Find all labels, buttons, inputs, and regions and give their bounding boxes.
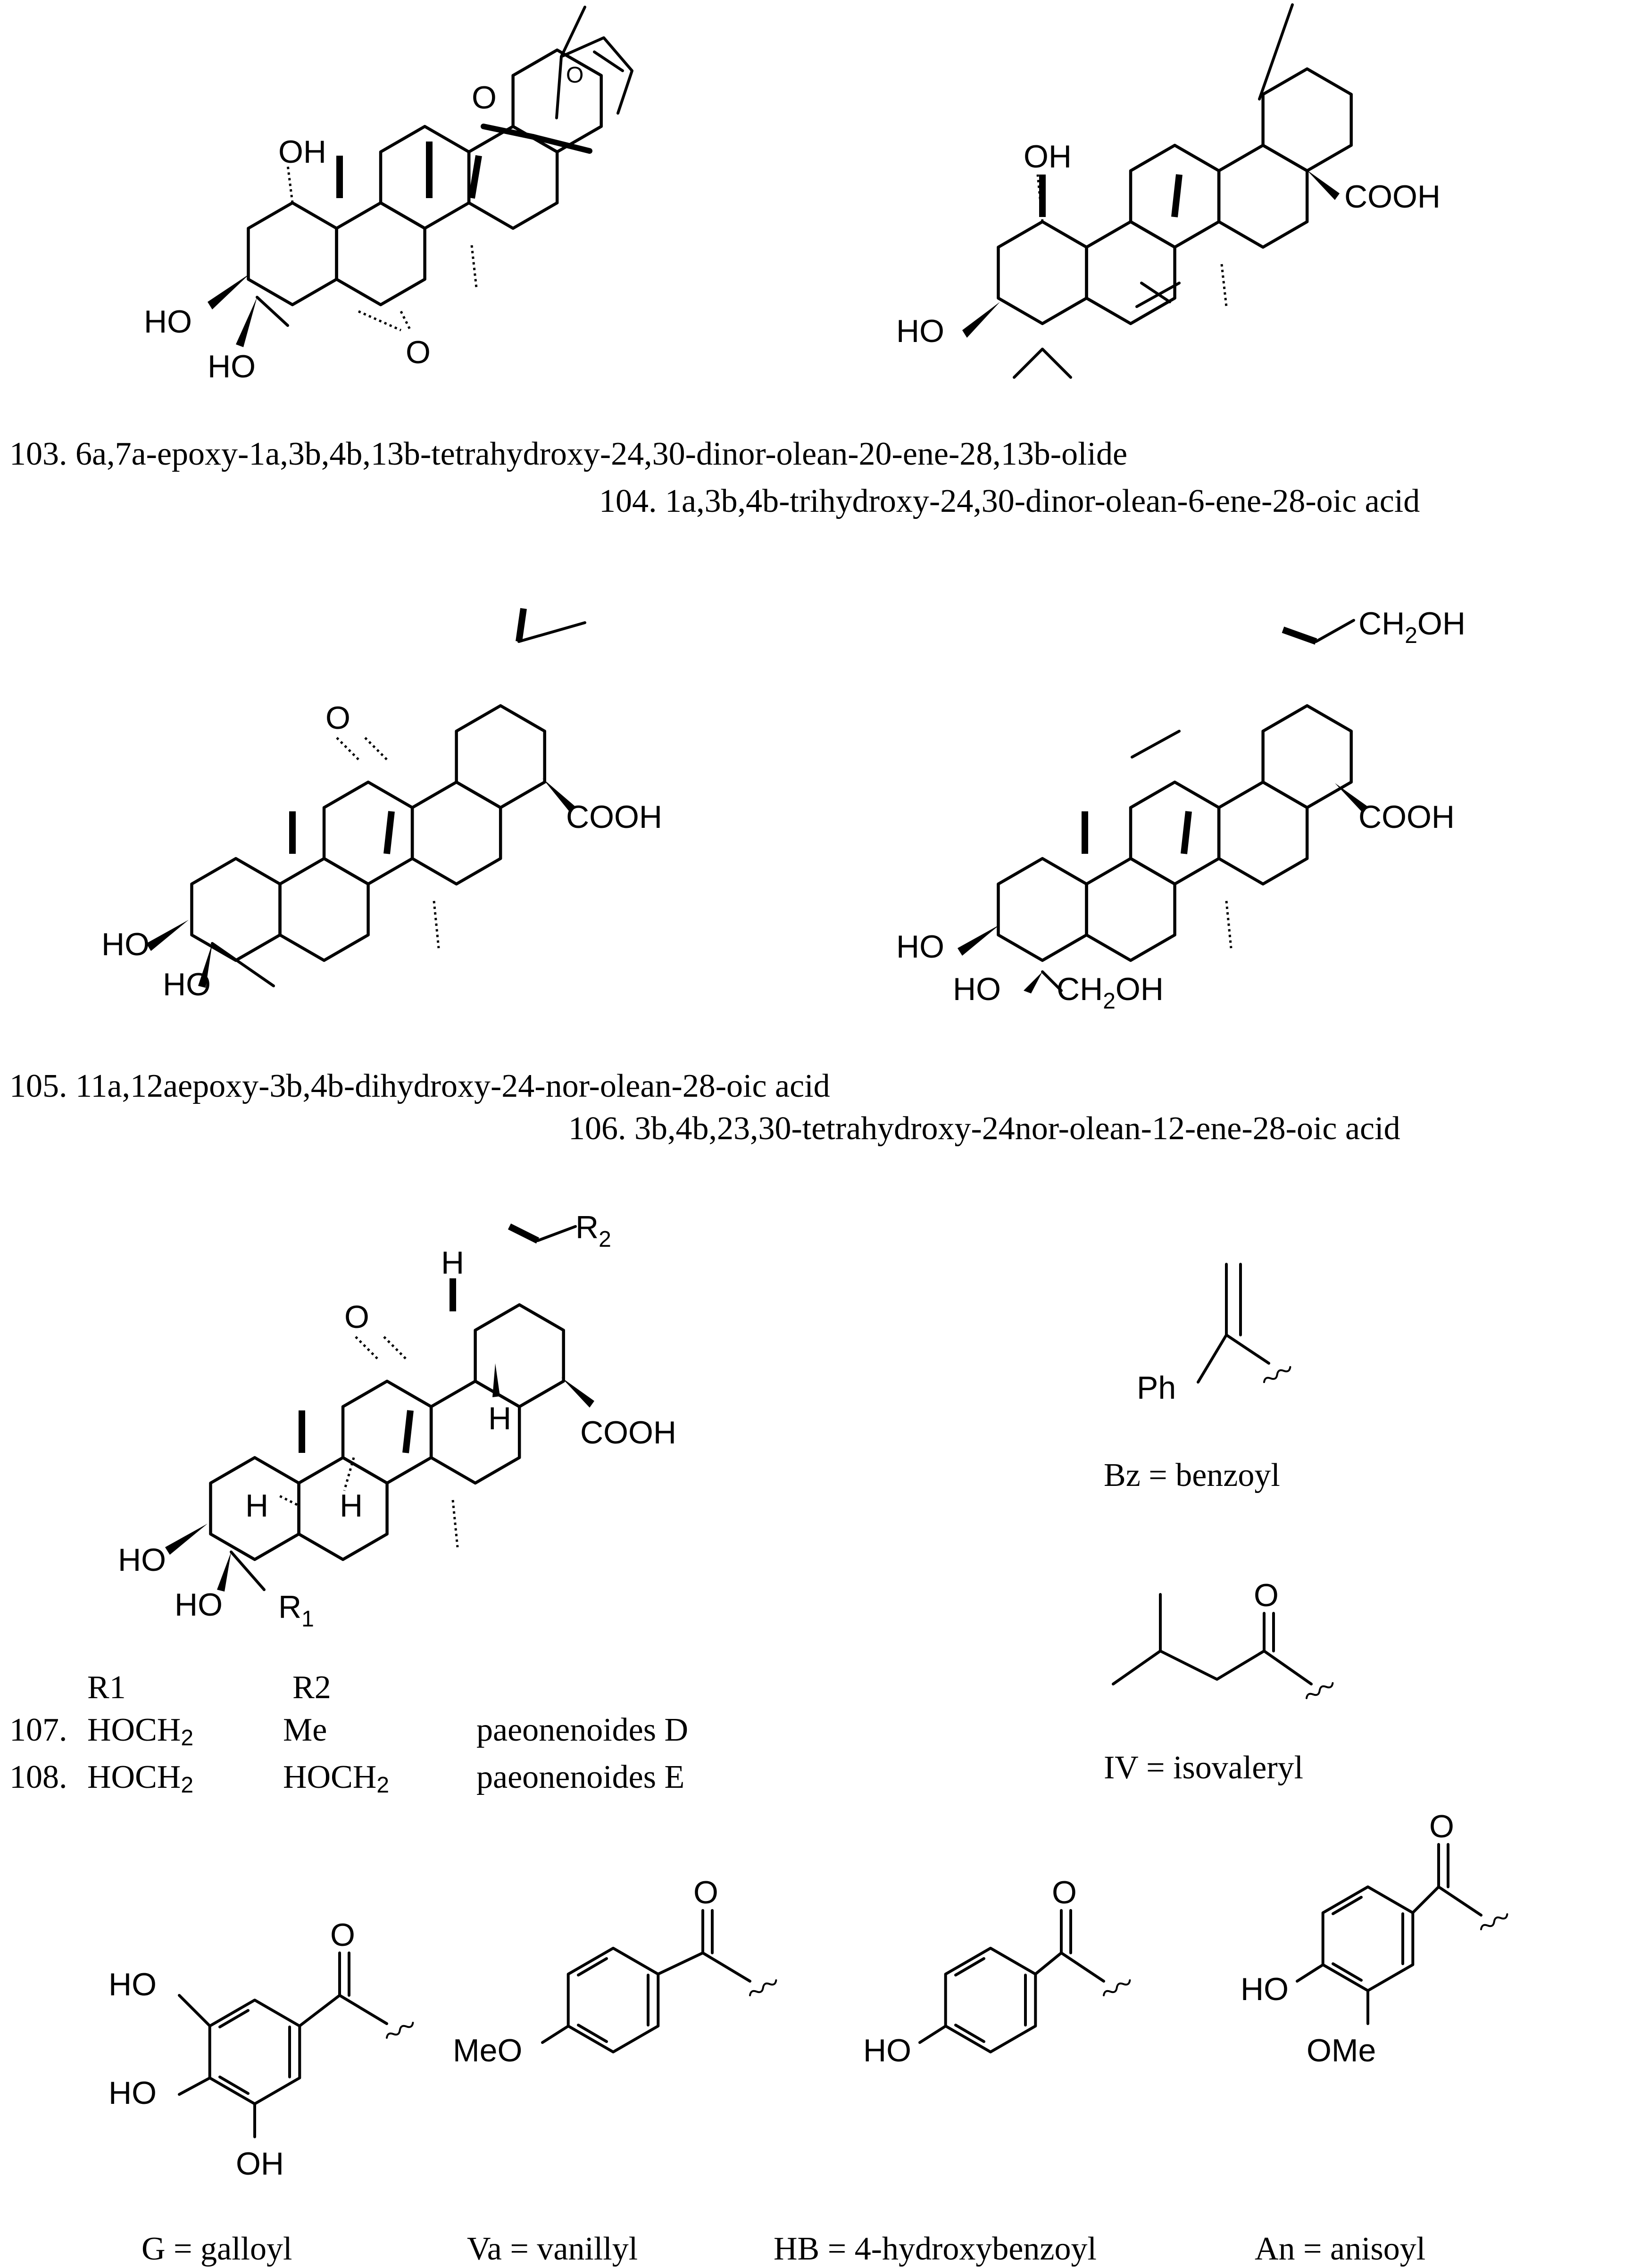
h-label: H (340, 1488, 363, 1524)
carbonyl-o-label: O (1254, 1577, 1279, 1613)
cooh-label: COOH (580, 1415, 676, 1451)
h-label: H (441, 1245, 464, 1281)
cooh-label: COOH (1344, 179, 1441, 215)
ho-label: HO (863, 2033, 911, 2068)
ch2oh-label: CH2OH (1358, 606, 1466, 648)
ho-label: HO (208, 349, 256, 384)
caption-106: 106. 3b,4b,23,30-tetrahydroxy-24nor-olea… (568, 1110, 1400, 1147)
ho-label: HO (108, 2075, 157, 2111)
svg-text:HOCH2: HOCH2 (87, 1712, 193, 1751)
svg-text:108.: 108. (9, 1759, 67, 1795)
epoxide-o-label: O (344, 1299, 369, 1335)
meo-label: MeO (453, 2033, 522, 2068)
ho-label: HO (108, 1967, 157, 2002)
galloyl-caption: G = galloyl (142, 2231, 292, 2267)
galloyl-group (178, 1951, 415, 2138)
ho-label: HO (1241, 1971, 1289, 2007)
carbonyl-o-label: O (330, 1917, 355, 1953)
svg-text:107.: 107. (9, 1712, 67, 1748)
svg-text:HOCH2: HOCH2 (283, 1759, 389, 1798)
epoxide-o-label: O (406, 334, 431, 370)
ho-label: HO (896, 313, 944, 349)
lactone-o-label: O (472, 80, 497, 116)
carbonyl-o-label: O (1429, 1809, 1454, 1844)
benzoyl-group (1197, 1263, 1292, 1385)
structure-103 (208, 6, 633, 347)
carbonyl-o-label: O (693, 1875, 718, 1910)
isovaleryl-group (1112, 1593, 1335, 1701)
cooh-label: COOH (1358, 799, 1455, 835)
r1-label: R1 (278, 1589, 314, 1632)
table-row: 108. HOCH2 HOCH2 paeonenoides E (9, 1759, 684, 1798)
caption-103: 103. 6a,7a-epoxy-1a,3b,4b,13b-tetrahydro… (9, 436, 1127, 472)
structure-107-108 (165, 1223, 594, 1592)
ho-label: HO (953, 971, 1001, 1007)
vanillyl-group (541, 1909, 778, 2052)
oh-label: OH (1024, 139, 1072, 175)
hydroxybenzoyl-group (918, 1909, 1132, 2052)
svg-text:paeonenoides D: paeonenoides D (476, 1712, 688, 1748)
ome-label: OMe (1307, 2033, 1376, 2068)
ho-label: HO (896, 929, 944, 965)
iv-caption: IV = isovaleryl (1104, 1750, 1303, 1786)
ho-label: HO (175, 1587, 223, 1623)
oh-label: OH (278, 134, 326, 170)
svg-text:Me: Me (283, 1712, 327, 1748)
h-label: H (488, 1401, 511, 1436)
oh-label: OH (236, 2146, 284, 2182)
ho-label: HO (101, 926, 150, 962)
table-row: 107. HOCH2 Me paeonenoides D (9, 1712, 688, 1751)
table-header-r2: R2 (292, 1669, 331, 1706)
ch2oh-label: CH2OH (1057, 971, 1164, 1014)
ho-label: HO (163, 967, 211, 1002)
ph-label: Ph (1137, 1370, 1176, 1406)
structure-104 (962, 3, 1351, 379)
svg-text:HOCH2: HOCH2 (87, 1759, 193, 1798)
cooh-label: COOH (566, 799, 662, 835)
h-label: H (245, 1488, 268, 1524)
epoxide-o-label: O (325, 700, 350, 736)
caption-104: 104. 1a,3b,4b-trihydroxy-24,30-dinor-ole… (599, 483, 1420, 519)
vanillyl-caption: Va = vanillyl (467, 2231, 638, 2267)
carbonyl-o-label: O (566, 63, 583, 88)
ho-label: HO (118, 1542, 166, 1578)
structure-105 (146, 608, 586, 988)
anisoyl-group (1296, 1843, 1509, 2025)
anisoyl-caption: An = anisoyl (1255, 2231, 1425, 2267)
bz-caption: Bz = benzoyl (1104, 1457, 1280, 1493)
ho-label: HO (144, 304, 192, 340)
svg-text:paeonenoides E: paeonenoides E (476, 1759, 684, 1795)
hydroxybenzoyl-caption: HB = 4-hydroxybenzoyl (774, 2231, 1097, 2267)
carbonyl-o-label: O (1052, 1875, 1077, 1910)
table-header-r1: R1 (87, 1669, 126, 1706)
caption-105: 105. 11a,12aepoxy-3b,4b-dihydroxy-24-nor… (9, 1068, 830, 1104)
structure-106 (958, 619, 1368, 993)
r2-label: R2 (575, 1209, 611, 1252)
